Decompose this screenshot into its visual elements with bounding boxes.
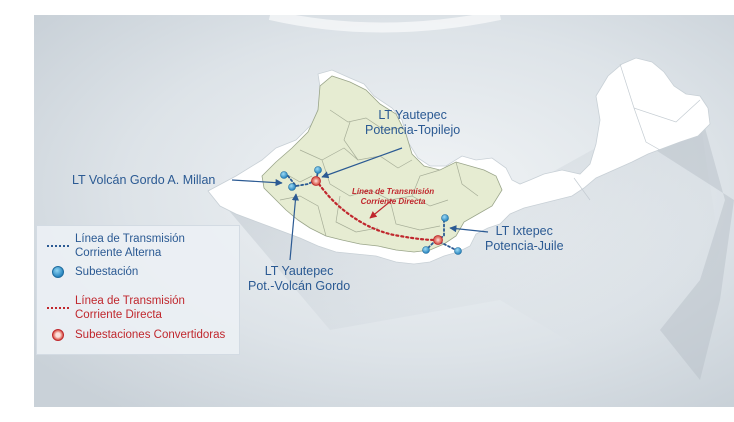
region-borders <box>279 109 479 237</box>
substation-icon <box>314 166 322 174</box>
dc-transmission-line <box>314 178 438 242</box>
dc-line-icon <box>45 301 71 315</box>
substation-icon <box>288 183 296 191</box>
arrow-dc-line <box>369 199 393 219</box>
substation-icon <box>280 171 288 179</box>
east-borders <box>573 63 701 201</box>
substations <box>280 166 462 255</box>
converter-substation-icon <box>45 328 71 342</box>
label-dc-line: Línea de Transmisión Corriente Directa <box>352 187 435 206</box>
arrow-ixtepec <box>449 225 489 233</box>
label-volcan-gordo-millan: LT Volcán Gordo A. Millan <box>72 173 216 187</box>
substation-icon <box>422 246 430 254</box>
arrow-volcan-gordo <box>231 179 283 187</box>
label-yautepec-volcan-gordo: LT Yautepec Pot.-Volcán Gordo <box>248 264 351 293</box>
converter-substation-icon <box>311 176 321 186</box>
arrow-topilejo <box>321 147 403 179</box>
legend-item-dc-line: Línea de Transmisión Corriente Directa <box>45 294 185 322</box>
legend-item-substation: Subestación <box>45 265 138 279</box>
substation-icon <box>45 265 71 279</box>
substation-icon <box>454 247 462 255</box>
callout-arrows <box>231 147 489 261</box>
legend-item-converter-substation: Subestaciones Convertidoras <box>45 328 225 342</box>
substation-icon <box>441 214 449 222</box>
ac-line-icon <box>45 239 71 253</box>
label-yautepec-topilejo: LT Yautepec Potencia-Topilejo <box>365 108 461 137</box>
highlighted-region <box>261 75 503 253</box>
label-ixtepec-juile: LT Ixtepec Potencia-Juile <box>485 224 564 253</box>
arrow-pot-volcan-gordo <box>289 193 299 261</box>
legend: Línea de Transmisión Corriente Alterna S… <box>36 225 240 355</box>
legend-item-ac-line: Línea de Transmisión Corriente Alterna <box>45 232 185 260</box>
converter-substation-icon <box>433 235 443 245</box>
